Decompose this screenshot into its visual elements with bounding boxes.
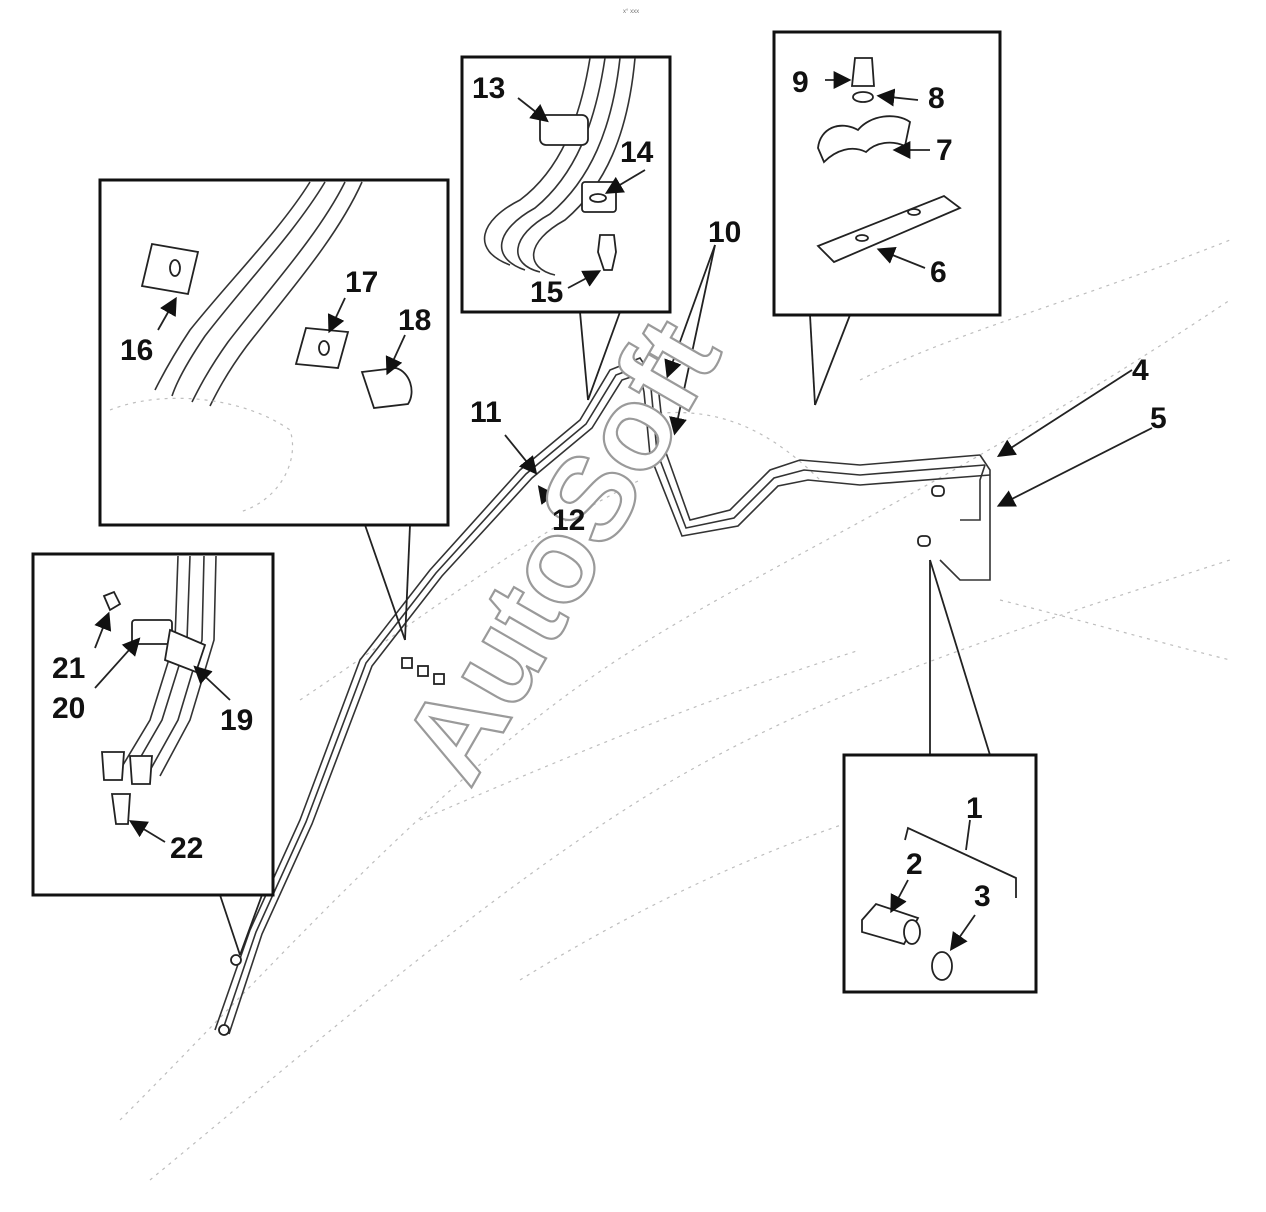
callout-numbers: 1 2 3 4 5 6 7 8 9 10 11 12 13 14 15 16 1… (52, 66, 1167, 913)
callout-20: 20 (52, 692, 85, 725)
bolt-21 (102, 590, 122, 612)
callout-22: 22 (170, 832, 203, 865)
callout-14: 14 (620, 136, 654, 169)
header-mark: x° xxx (623, 9, 639, 15)
inset-box-19-22 (31, 552, 275, 897)
clamp-13 (539, 114, 589, 146)
inset-box-1-3 (842, 753, 1038, 994)
callout-13: 13 (472, 72, 505, 105)
callout-9: 9 (792, 66, 809, 99)
o-ring-3 (931, 951, 953, 981)
callout-16: 16 (120, 334, 153, 367)
inset-box-6-9 (772, 30, 1002, 317)
callout-3: 3 (974, 880, 991, 913)
bolt-9 (850, 57, 875, 87)
callout-8: 8 (928, 82, 945, 115)
inset-box-13-15 (460, 55, 672, 314)
washer-8 (852, 91, 874, 103)
callout-5: 5 (1150, 402, 1167, 435)
callout-11: 11 (470, 396, 502, 429)
callout-1: 1 (966, 792, 983, 825)
callout-21: 21 (52, 652, 85, 685)
bolt-15 (597, 234, 617, 271)
main-hydraulic-lines (214, 357, 991, 1036)
callout-4: 4 (1132, 354, 1149, 387)
bolt-22 (110, 793, 131, 825)
callout-2: 2 (906, 848, 923, 881)
callout-18: 18 (398, 304, 431, 337)
inset-box-16-18 (98, 178, 450, 527)
inset-leader-lines (219, 311, 991, 956)
machine-background-outline (119, 239, 1231, 1181)
callout-6: 6 (930, 256, 947, 289)
callout-12: 12 (552, 504, 585, 537)
callout-7: 7 (936, 134, 953, 167)
callout-19: 19 (220, 704, 253, 737)
plate-6 (816, 194, 962, 264)
main-callout-arrows (504, 244, 1153, 509)
callout-17: 17 (345, 266, 378, 299)
callout-10: 10 (708, 216, 741, 249)
callout-15: 15 (530, 276, 563, 309)
